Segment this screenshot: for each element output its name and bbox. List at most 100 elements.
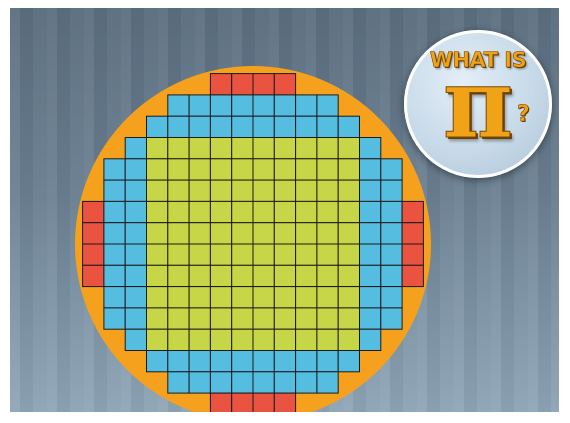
grid-cell [381, 287, 402, 308]
grid-cell [168, 95, 189, 116]
grid-cell [147, 201, 168, 222]
grid-cell [381, 223, 402, 244]
grid-cell [317, 308, 338, 329]
grid-cell [232, 287, 253, 308]
grid-cell [253, 265, 274, 286]
grid-cell [253, 138, 274, 159]
grid-cell [189, 159, 210, 180]
grid-cell [125, 287, 146, 308]
grid-cell [253, 393, 274, 412]
grid-cell [402, 265, 423, 286]
grid-cell [253, 159, 274, 180]
grid-cell [338, 287, 359, 308]
grid-cell [125, 223, 146, 244]
grid-cell [296, 95, 317, 116]
grid-cell [360, 244, 381, 265]
grid-cell [83, 244, 104, 265]
grid-cell [125, 180, 146, 201]
grid-cell [232, 180, 253, 201]
grid-cell [274, 74, 295, 95]
grid-cell [253, 308, 274, 329]
grid-cell [253, 180, 274, 201]
grid-cell [274, 351, 295, 372]
grid-cell [338, 244, 359, 265]
grid-cell [296, 201, 317, 222]
grid-cell [104, 265, 125, 286]
grid-cell [125, 329, 146, 350]
grid-cell [253, 95, 274, 116]
grid-cell [402, 244, 423, 265]
grid-cell [168, 244, 189, 265]
grid-cell [210, 265, 231, 286]
grid-cell [168, 138, 189, 159]
grid-cell [168, 308, 189, 329]
grid-cell [147, 180, 168, 201]
grid-cell [296, 138, 317, 159]
grid-cell [189, 329, 210, 350]
grid-cell [232, 116, 253, 137]
grid-cell [296, 244, 317, 265]
grid-cell [189, 201, 210, 222]
grid-cell [210, 116, 231, 137]
grid-cell [317, 95, 338, 116]
grid-cell [232, 329, 253, 350]
grid-cell [232, 351, 253, 372]
grid-cell [381, 180, 402, 201]
grid-cell [168, 223, 189, 244]
grid-cell [168, 265, 189, 286]
grid-cell [210, 201, 231, 222]
grid-cell [125, 244, 146, 265]
grid-cell [125, 201, 146, 222]
grid-cell [210, 180, 231, 201]
grid-cell [125, 138, 146, 159]
grid-cell [274, 393, 295, 412]
grid-cell [189, 116, 210, 137]
badge-question-mark: ? [517, 102, 530, 127]
grid-cell [147, 265, 168, 286]
grid-cell [232, 223, 253, 244]
grid-cell [274, 95, 295, 116]
grid-cell [317, 287, 338, 308]
grid-cell [317, 351, 338, 372]
grid-cell [189, 351, 210, 372]
grid-cell [104, 308, 125, 329]
grid-cell [189, 180, 210, 201]
grid-cell [296, 265, 317, 286]
grid-cell [317, 329, 338, 350]
grid-cell [232, 138, 253, 159]
grid-cell [147, 329, 168, 350]
grid-cell [168, 201, 189, 222]
grid-cell [317, 223, 338, 244]
what-is-pi-badge: WHAT IS π ? [404, 30, 552, 178]
grid-cell [104, 159, 125, 180]
grid-cell [147, 308, 168, 329]
grid-cell [232, 95, 253, 116]
grid-cell [274, 159, 295, 180]
grid-cell [168, 372, 189, 393]
grid-cell [210, 372, 231, 393]
grid-cell [360, 159, 381, 180]
grid-cell [296, 372, 317, 393]
grid-cell [125, 265, 146, 286]
grid-cell [210, 287, 231, 308]
grid-cell [189, 95, 210, 116]
grid-cell [189, 287, 210, 308]
grid-cell [210, 138, 231, 159]
grid-cell [210, 308, 231, 329]
grid-cell [274, 201, 295, 222]
grid-cell [317, 244, 338, 265]
grid-cell [104, 180, 125, 201]
grid-cell [274, 180, 295, 201]
grid-cell [210, 244, 231, 265]
grid-cell [83, 265, 104, 286]
grid-cell [210, 74, 231, 95]
grid-cell [296, 287, 317, 308]
grid-cell [338, 116, 359, 137]
grid-cell [360, 265, 381, 286]
grid-cell [168, 180, 189, 201]
grid-cell [338, 329, 359, 350]
grid-cell [317, 180, 338, 201]
grid-cell [125, 308, 146, 329]
grid-cell [381, 201, 402, 222]
grid-cell [210, 329, 231, 350]
